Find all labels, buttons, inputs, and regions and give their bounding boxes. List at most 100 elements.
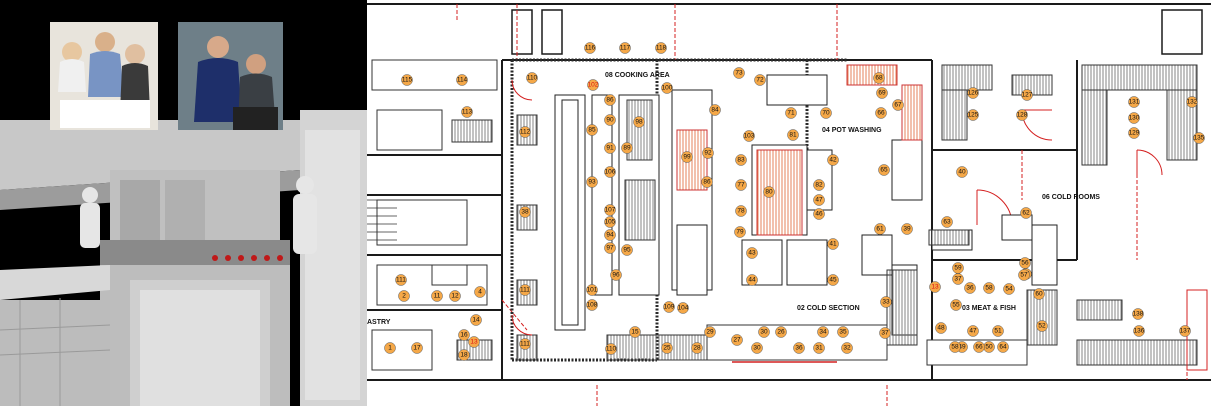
- equipment-marker-circle: [1128, 127, 1140, 139]
- equipment-number: 103: [744, 133, 755, 140]
- equipment-number: 36: [966, 285, 974, 292]
- equipment-marker-circle: [605, 343, 617, 355]
- equipment-marker-circle: [621, 244, 633, 256]
- equipment-marker: 102: [587, 79, 599, 91]
- equipment-marker: 81: [787, 129, 799, 141]
- equipment-marker-circle: [997, 341, 1009, 353]
- equipment-marker-circle: [875, 107, 887, 119]
- equipment-marker: 36: [964, 282, 976, 294]
- equipment-number: 57: [1020, 272, 1028, 279]
- equipment-marker: 59: [952, 262, 964, 274]
- equipment-marker-circle: [584, 42, 596, 54]
- equipment-marker: 110: [605, 343, 617, 355]
- equipment-marker-circle: [677, 302, 689, 314]
- equipment-marker: 126: [967, 87, 979, 99]
- equipment-number: 2: [402, 293, 406, 300]
- equipment-marker: 82: [813, 179, 825, 191]
- equipment-marker: 107: [604, 204, 616, 216]
- equipment-number: 68: [875, 75, 883, 82]
- equipment-marker-circle: [431, 290, 443, 302]
- equipment-marker-circle: [879, 327, 891, 339]
- equipment-marker: 98: [633, 116, 645, 128]
- equipment-marker-circle: [604, 216, 616, 228]
- equipment-marker: 131: [1128, 96, 1140, 108]
- equipment-number: 4: [478, 289, 482, 296]
- equipment-marker: 42: [827, 154, 839, 166]
- equipment-marker: 84: [709, 104, 721, 116]
- equipment-marker-circle: [983, 282, 995, 294]
- equipment-marker-circle: [456, 74, 468, 86]
- equipment-marker: 91: [604, 142, 616, 154]
- equipment-number: 85: [588, 127, 596, 134]
- equipment-number: 92: [704, 150, 712, 157]
- equipment-marker-circle: [586, 284, 598, 296]
- equipment-number: 71: [787, 110, 795, 117]
- equipment-marker: 95: [621, 244, 633, 256]
- equipment-marker: 135: [1193, 132, 1205, 144]
- equipment-marker-circle: [967, 109, 979, 121]
- equipment-number: 12: [451, 293, 459, 300]
- equipment-marker: 17: [411, 342, 423, 354]
- equipment-marker-circle: [775, 326, 787, 338]
- equipment-number: 32: [843, 345, 851, 352]
- equipment-marker: 57: [1018, 269, 1030, 281]
- equipment-number: 118: [656, 45, 667, 52]
- equipment-number: 89: [623, 145, 631, 152]
- equipment-number: 70: [822, 110, 830, 117]
- equipment-marker-circle: [743, 130, 755, 142]
- equipment-number: 111: [520, 287, 530, 294]
- equipment-marker-circle: [793, 342, 805, 354]
- equipment-marker-circle: [1132, 308, 1144, 320]
- equipment-number: 117: [620, 45, 631, 52]
- equipment-marker-circle: [1193, 132, 1205, 144]
- equipment-marker: 127: [1021, 89, 1033, 101]
- equipment-number: 47: [815, 197, 823, 204]
- equipment-marker: 138: [1132, 308, 1144, 320]
- equipment-number: 60: [1035, 291, 1043, 298]
- equipment-marker-circle: [519, 338, 531, 350]
- equipment-marker-circle: [1018, 269, 1030, 281]
- equipment-number: 93: [588, 179, 596, 186]
- equipment-number: 41: [829, 241, 837, 248]
- equipment-marker: 118: [655, 42, 667, 54]
- equipment-marker: 96: [610, 269, 622, 281]
- equipment-marker: 51: [992, 325, 1004, 337]
- equipment-marker-circle: [470, 314, 482, 326]
- equipment-number: 110: [606, 346, 617, 353]
- equipment-number: 102: [588, 82, 599, 89]
- equipment-number: 15: [631, 329, 639, 336]
- equipment-marker-circle: [586, 124, 598, 136]
- equipment-marker-circle: [621, 142, 633, 154]
- equipment-number: 64: [999, 344, 1007, 351]
- equipment-marker-circle: [449, 290, 461, 302]
- equipment-marker-circle: [661, 342, 673, 354]
- equipment-marker: 37: [879, 327, 891, 339]
- equipment-number: 95: [623, 247, 631, 254]
- equipment-marker-circle: [731, 334, 743, 346]
- equipment-number: 86: [606, 97, 614, 104]
- equipment-number: 114: [457, 77, 468, 84]
- equipment-number: 62: [1022, 210, 1030, 217]
- equipment-number: 69: [878, 90, 886, 97]
- equipment-marker: 125: [967, 109, 979, 121]
- equipment-marker: 65: [878, 164, 890, 176]
- equipment-marker-circle: [950, 299, 962, 311]
- equipment-marker: 103: [743, 130, 755, 142]
- equipment-number: 13: [931, 284, 939, 291]
- equipment-number: 56: [1021, 260, 1029, 267]
- equipment-number: 109: [664, 304, 675, 311]
- equipment-marker: 31: [813, 342, 825, 354]
- label-pastry: ASTRY: [367, 319, 391, 326]
- equipment-marker-circle: [1186, 96, 1198, 108]
- equipment-marker: 70: [820, 107, 832, 119]
- equipment-marker: 72: [754, 74, 766, 86]
- equipment-marker-circle: [1128, 96, 1140, 108]
- equipment-marker-circle: [709, 104, 721, 116]
- equipment-marker: 116: [584, 42, 596, 54]
- equipment-marker: 68: [873, 72, 885, 84]
- equipment-number: 44: [748, 277, 756, 284]
- equipment-number: 43: [748, 250, 756, 257]
- equipment-marker: 115: [401, 74, 413, 86]
- equipment-number: 97: [606, 245, 614, 252]
- equipment-marker: 36: [793, 342, 805, 354]
